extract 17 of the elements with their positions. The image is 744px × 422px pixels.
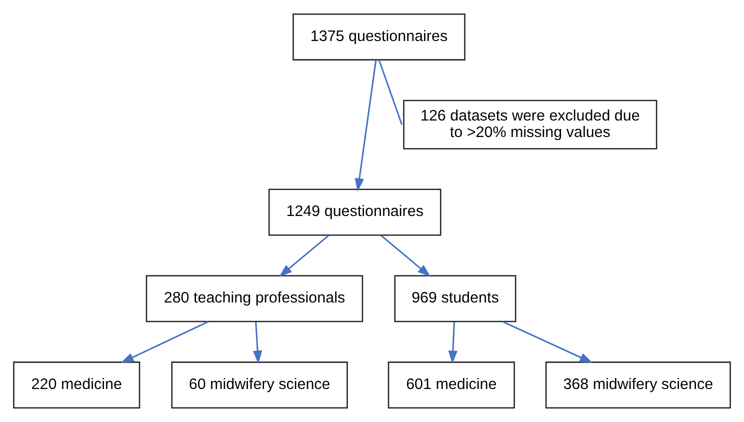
arrow (380, 234, 431, 277)
node-box: 280 teaching professionals (146, 275, 364, 322)
node-box: 1249 questionnaires (268, 188, 442, 236)
node-box: 220 medicine (13, 362, 140, 409)
arrow (354, 60, 377, 192)
node-box: 601 medicine (388, 362, 515, 409)
arrow (448, 322, 458, 364)
node-box: 126 datasets were excluded due to >20% missing values (403, 100, 658, 150)
connector (378, 60, 403, 125)
node-box: 60 midwifery science (171, 362, 348, 409)
arrow (278, 234, 329, 277)
arrow (120, 321, 209, 364)
arrow (502, 321, 593, 364)
node-box: 1375 questionnaires (292, 13, 466, 60)
arrow (252, 322, 262, 364)
node-box: 368 midwifery science (545, 362, 731, 409)
node-box: 969 students (394, 275, 516, 322)
